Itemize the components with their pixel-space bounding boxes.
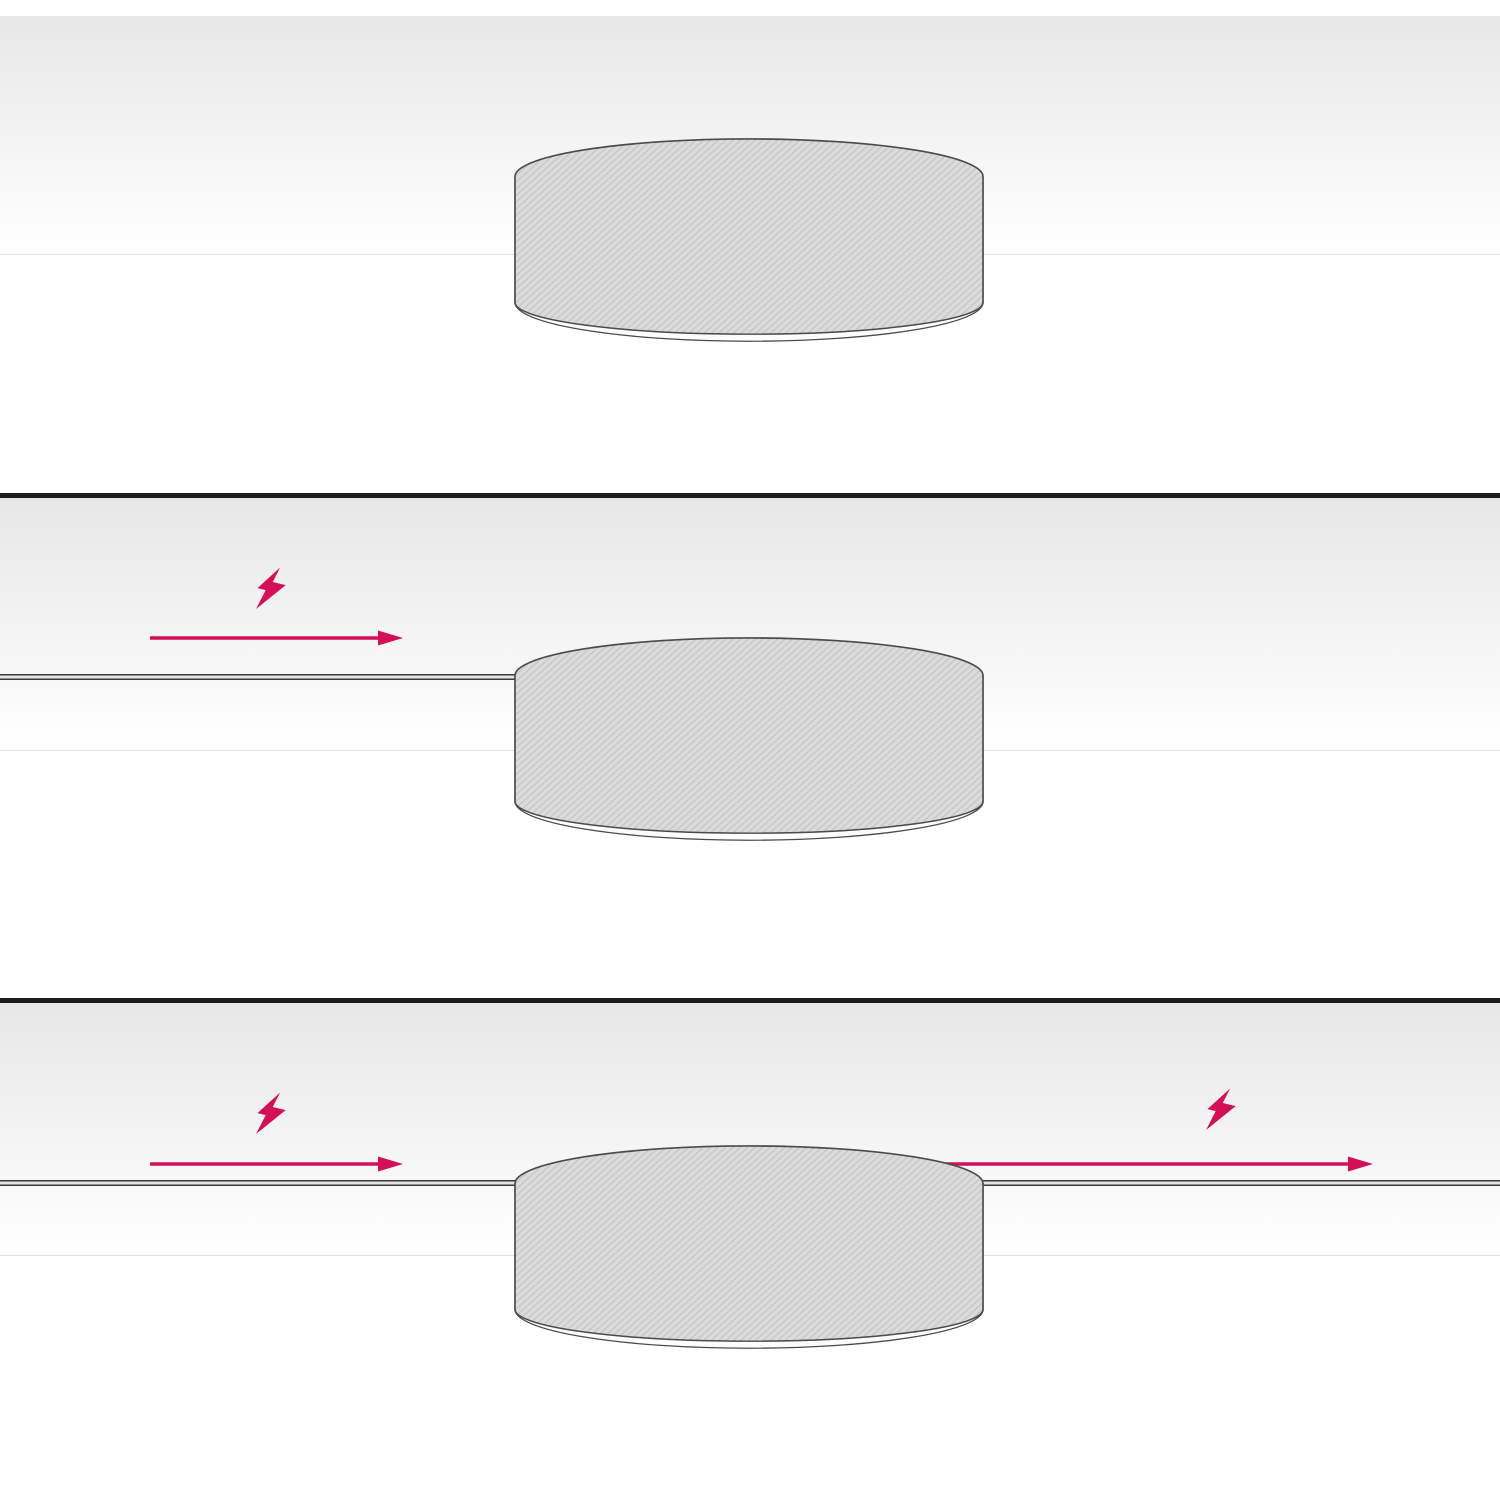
section-divider	[0, 998, 1500, 1003]
current-flow-arrow-left	[150, 1156, 403, 1172]
drum-lampshade	[514, 1145, 984, 1349]
current-flow-arrow-left	[150, 630, 403, 646]
drum-lampshade	[514, 637, 984, 841]
power-cable-left	[0, 1180, 516, 1186]
panel-lamp-feed-left	[0, 498, 1500, 998]
panel-lamp-pass-through	[0, 1003, 1500, 1500]
lightning-icon	[1206, 1088, 1236, 1130]
current-flow-arrow-right	[896, 1156, 1373, 1172]
lightning-icon	[256, 1092, 286, 1134]
lightning-icon	[256, 567, 286, 609]
section-divider	[0, 493, 1500, 498]
drum-lampshade	[514, 138, 984, 342]
power-cable-left	[0, 674, 516, 680]
power-cable-right	[982, 1180, 1500, 1186]
panel-lamp-solo	[0, 0, 1500, 493]
